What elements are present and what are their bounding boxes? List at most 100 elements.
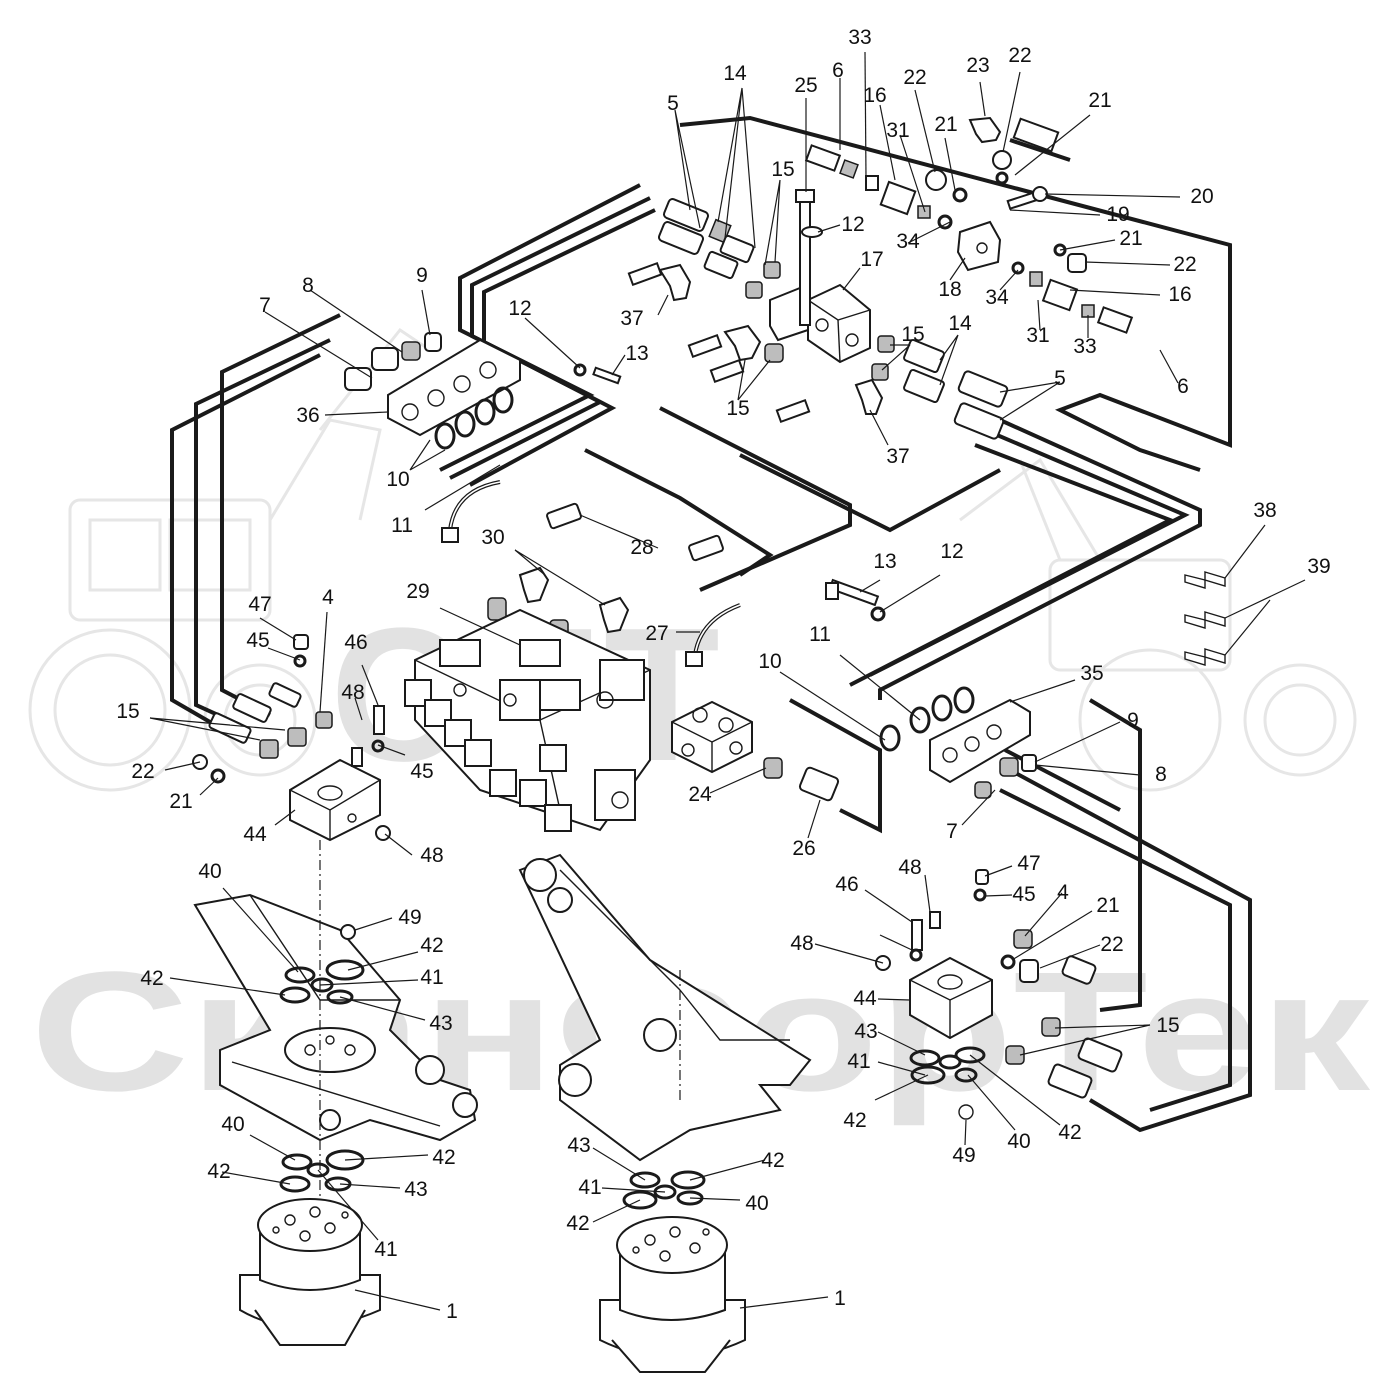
callout-number-c13: 15 <box>771 158 794 181</box>
callout-number-c27: 12 <box>508 297 531 320</box>
callout-number-c46: 12 <box>940 540 963 563</box>
upper-right-fittings <box>804 116 1134 334</box>
callout-leaders <box>149 51 1306 1311</box>
callout-number-c92: 42 <box>207 1160 230 1183</box>
upper-hose-ends <box>627 198 1009 440</box>
callout-number-c70: 40 <box>198 860 221 883</box>
rotary-joint-right-44 <box>875 869 1123 1120</box>
callout-number-c47: 29 <box>406 580 429 603</box>
callout-number-c87: 40 <box>1007 1130 1030 1153</box>
track-frame-left <box>193 840 478 1200</box>
callout-number-c94: 43 <box>567 1134 590 1157</box>
callout-number-c21: 18 <box>938 278 961 301</box>
callout-number-c16: 19 <box>1106 203 1129 226</box>
callout-number-c62: 8 <box>1155 763 1167 786</box>
callout-number-c79: 42 <box>420 934 443 957</box>
callout-number-c18: 17 <box>860 248 883 271</box>
callout-number-c73: 4 <box>1057 881 1069 904</box>
callout-number-c60: 45 <box>410 760 433 783</box>
callout-number-c11: 31 <box>886 119 909 142</box>
hose-clips-38-39 <box>1184 571 1226 666</box>
flange-plate-35 <box>879 686 1037 799</box>
callout-number-c4: 6 <box>832 59 844 82</box>
callout-number-c38: 37 <box>886 445 909 468</box>
callout-number-c68: 48 <box>898 856 921 879</box>
callout-number-c31: 31 <box>1026 324 1049 347</box>
callout-number-c52: 46 <box>344 631 367 654</box>
callout-number-c89: 49 <box>952 1144 975 1167</box>
callout-number-c97: 40 <box>745 1192 768 1215</box>
callout-number-c55: 35 <box>1080 662 1103 685</box>
callout-number-c90: 40 <box>221 1113 244 1136</box>
callout-number-c5: 16 <box>863 84 886 107</box>
callout-number-c51: 45 <box>246 629 269 652</box>
callout-number-c82: 44 <box>853 987 877 1010</box>
seal-rings <box>279 924 986 1210</box>
callout-number-c43: 28 <box>630 536 653 559</box>
travel-motor-left <box>239 1198 381 1346</box>
callout-number-c9: 21 <box>1088 89 1111 112</box>
track-frame-center <box>518 853 812 1162</box>
callout-number-c14: 20 <box>1190 185 1213 208</box>
callout-number-c26: 7 <box>259 294 271 317</box>
callout-number-c57: 15 <box>116 700 139 723</box>
callout-number-c71: 46 <box>835 873 858 896</box>
callout-number-c36: 6 <box>1177 375 1189 398</box>
callout-number-c56: 48 <box>341 681 364 704</box>
callout-number-c8: 22 <box>1008 44 1031 67</box>
callout-number-c24: 9 <box>416 264 428 287</box>
callout-number-c78: 22 <box>1100 933 1123 956</box>
watermark-excavator-right-icon <box>959 457 1357 792</box>
callout-number-c58: 9 <box>1127 709 1139 732</box>
manifold-24 <box>671 700 840 802</box>
callout-number-c88: 42 <box>1058 1121 1081 1144</box>
callout-number-c85: 41 <box>847 1050 870 1073</box>
callout-number-c2: 14 <box>723 62 747 85</box>
callout-number-c81: 43 <box>429 1012 452 1035</box>
callout-number-c29: 15 <box>901 323 924 346</box>
callout-number-c10: 5 <box>667 92 679 115</box>
callout-number-c100: 1 <box>446 1300 458 1323</box>
callout-number-c65: 48 <box>420 844 443 867</box>
callout-number-c40: 11 <box>391 514 413 537</box>
callout-number-c34: 36 <box>296 404 319 427</box>
callout-number-c39: 10 <box>386 468 409 491</box>
callout-number-c7: 23 <box>966 54 989 77</box>
callout-number-c74: 21 <box>1096 894 1119 917</box>
callout-number-c49: 4 <box>322 586 334 609</box>
callout-number-c86: 42 <box>843 1109 866 1132</box>
callout-number-c93: 43 <box>404 1178 427 1201</box>
callout-number-c80: 41 <box>420 966 443 989</box>
main-control-valve <box>404 608 651 832</box>
callout-number-c12: 21 <box>934 113 957 136</box>
callout-number-c66: 7 <box>946 820 958 843</box>
callout-number-c23: 16 <box>1168 283 1191 306</box>
callout-number-c59: 22 <box>131 760 154 783</box>
callout-number-c33: 13 <box>625 342 648 365</box>
flange-plate-36 <box>344 332 521 450</box>
callout-number-c76: 42 <box>140 967 163 990</box>
callout-number-c32: 33 <box>1073 335 1096 358</box>
callout-number-c91: 42 <box>432 1146 455 1169</box>
callout-number-c84: 43 <box>854 1020 877 1043</box>
callout-number-c83: 15 <box>1156 1014 1179 1037</box>
callout-number-c19: 21 <box>1119 227 1142 250</box>
callout-number-c69: 47 <box>1017 852 1040 875</box>
travel-motor-center <box>599 1216 746 1373</box>
callout-number-c25: 8 <box>302 274 314 297</box>
callout-number-c98: 41 <box>374 1238 397 1261</box>
callout-number-c35: 5 <box>1054 367 1066 390</box>
callout-number-c17: 34 <box>896 230 920 253</box>
callout-number-c44: 39 <box>1307 555 1330 578</box>
callout-number-c75: 49 <box>398 906 421 929</box>
callout-number-c30: 14 <box>948 312 972 335</box>
valve-block-17 <box>769 189 871 364</box>
callout-number-c41: 38 <box>1253 499 1276 522</box>
callout-number-c99: 42 <box>566 1212 589 1235</box>
callout-number-c54: 10 <box>758 650 781 673</box>
callout-number-c72: 45 <box>1012 883 1035 906</box>
callout-number-c20: 22 <box>1173 253 1196 276</box>
callout-number-c61: 24 <box>688 783 712 806</box>
